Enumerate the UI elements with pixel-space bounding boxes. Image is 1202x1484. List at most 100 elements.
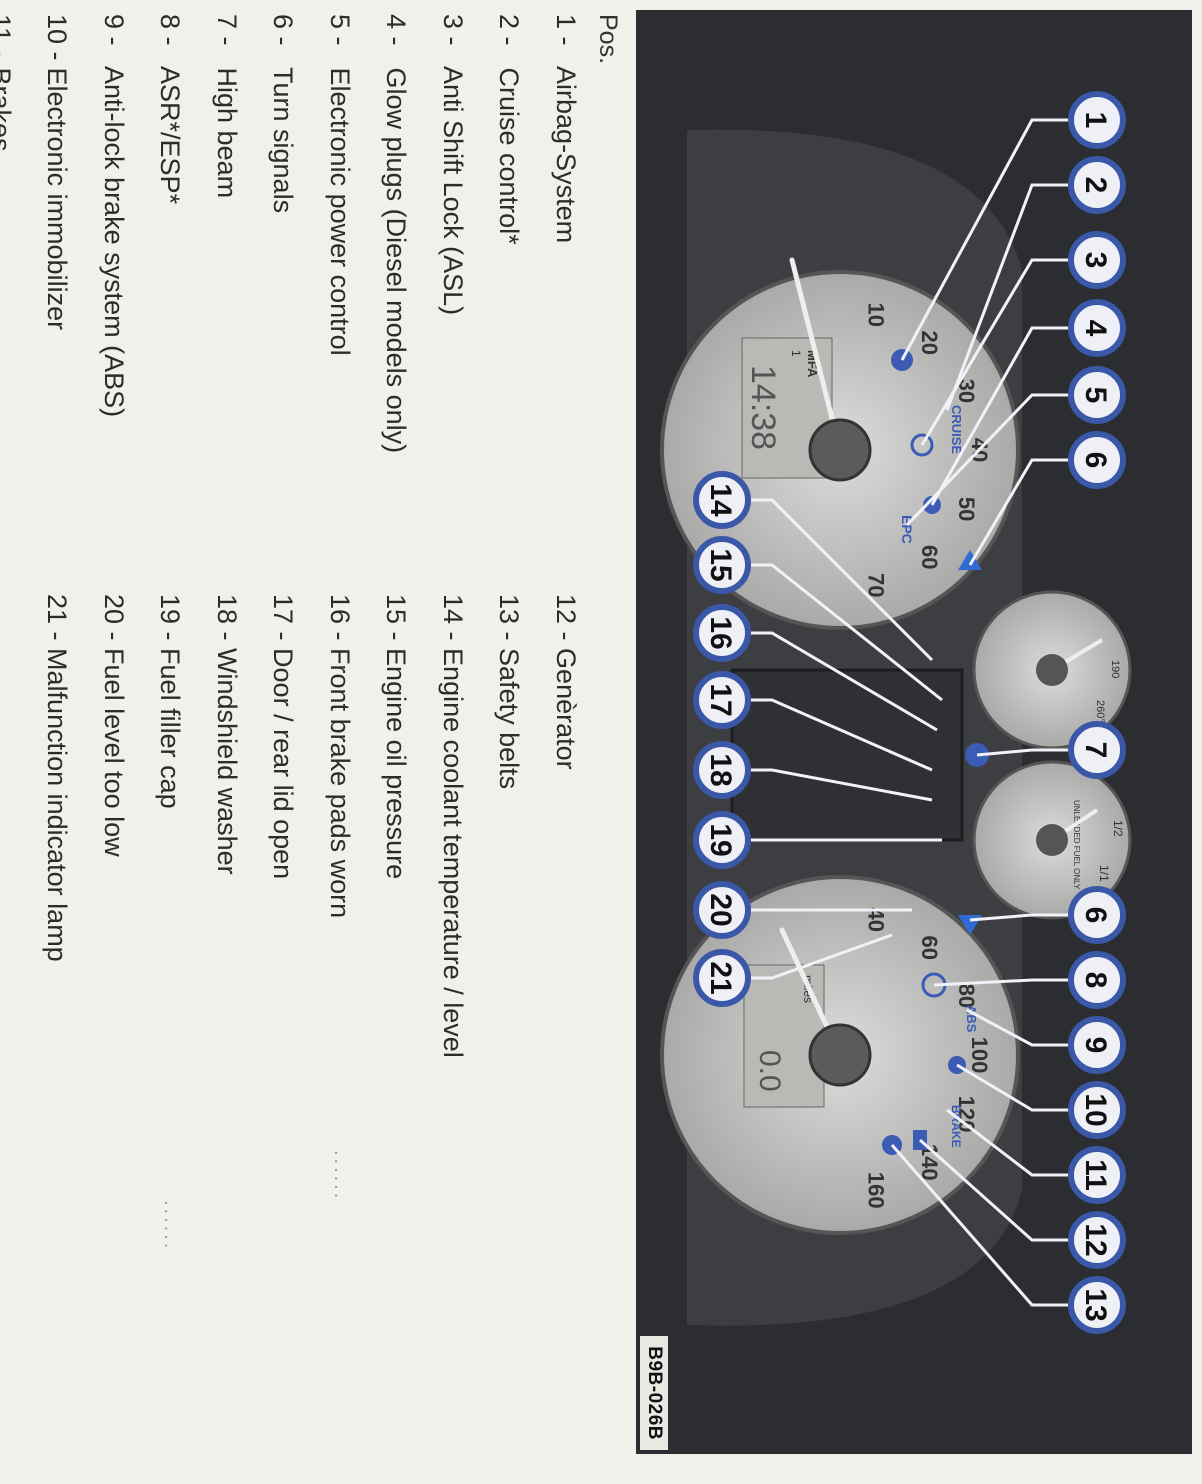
callout-number: 14 [704, 483, 737, 517]
tacho-tick-label: 50 [954, 497, 979, 521]
legend-item-number: 4 - [381, 14, 412, 46]
callout-marker: 21 [693, 949, 751, 1007]
legend-item-number: 10 - [42, 14, 73, 61]
legend-item-label: Engine coolant temperature / level [438, 648, 468, 1058]
callout-marker: 1 [1068, 91, 1126, 149]
legend-item: 10 - Electronic immobilizer [29, 14, 86, 453]
callout-number: 15 [704, 548, 737, 581]
legend-item: 8 - ASR*/ESP* [142, 14, 199, 453]
legend-item-label: Cruise control* [494, 67, 525, 245]
legend-item-label: Turn signals [268, 67, 299, 214]
legend-item: 14 - Engine coolant temperature / level [425, 594, 482, 1058]
callout-marker: 14 [693, 471, 751, 529]
callout-number: 6 [1079, 907, 1112, 924]
callout-marker: 5 [1068, 366, 1126, 424]
legend-item-number: 6 - [268, 14, 299, 46]
legend-item: 13 - Safety belts [481, 594, 538, 1058]
legend-item-label: Front brake pads worn [325, 648, 355, 919]
faint-dots: ...... [160, 1200, 182, 1252]
callout-number: 11 [1079, 1159, 1112, 1191]
legend-item-label: Fuel filler cap [155, 648, 186, 809]
centre-display [730, 668, 964, 842]
callout-number: 8 [1079, 972, 1112, 989]
callout-marker: 15 [693, 536, 751, 594]
tacho-needle [789, 257, 843, 453]
legend-item-number: 19 - [155, 594, 186, 641]
callout-marker: 6 [1068, 886, 1126, 944]
tacho-display-value: 14:38 [744, 365, 782, 450]
callout-number: 7 [1079, 742, 1112, 759]
legend-item: 3 - Anti Shift Lock (ASL) [425, 14, 482, 453]
speedo-tick-label: 80 [954, 984, 979, 1008]
legend-item-number: 18 - [212, 594, 242, 641]
legend-item: 1 - Airbag-System [538, 14, 595, 453]
legend-item-number: 8 - [155, 14, 186, 46]
callout-marker: 13 [1068, 1276, 1126, 1334]
callout-marker: 20 [693, 881, 751, 939]
legend-item-label: High beam [212, 67, 242, 199]
speedo-tick-label: 60 [917, 936, 942, 960]
legend-item-number: 16 - [325, 594, 355, 641]
legend-item-label: Anti-lock brake system (ABS) [99, 66, 129, 418]
legend-item-number: 14 - [438, 594, 468, 641]
legend-item-number: 3 - [438, 14, 468, 46]
tacho-tick-label: 10 [863, 303, 888, 327]
callout-marker: 19 [693, 811, 751, 869]
legend-item-label: Anti Shift Lock (ASL) [438, 66, 468, 316]
legend-item: 6 - Turn signals [255, 14, 312, 453]
callout-marker: 4 [1068, 299, 1126, 357]
indicator-abs: ABS [964, 1005, 979, 1033]
legend-item-number: 1 - [551, 14, 581, 46]
legend-item-number: 15 - [381, 594, 412, 641]
callout-number: 9 [1079, 1037, 1112, 1054]
legend-item-label: ASR*/ESP* [155, 66, 186, 205]
legend-item: 18 - Windshield washer [199, 594, 256, 1058]
legend-item: 21 - Malfunction indicator lamp [29, 594, 86, 1058]
legend-item: 9 - Anti-lock brake system (ABS) [86, 14, 143, 453]
legend-item-label: Electronic immobilizer [42, 67, 73, 331]
callout-number: 20 [704, 893, 737, 926]
legend-item: 12 - Genèrator [538, 594, 595, 1058]
faint-dots: ...... [330, 1150, 352, 1202]
legend-item: 17 - Door / rear lid open [255, 594, 312, 1058]
legend-item-number: 9 - [99, 14, 129, 46]
legend-item-number: 11 - [0, 14, 16, 59]
fuel-unleaded-note: UNLEADED FUEL ONLY [1072, 800, 1081, 890]
speedo-tick-label: 100 [967, 1037, 992, 1074]
callout-number: 5 [1079, 387, 1112, 404]
legend-item-number: 12 - [551, 594, 581, 641]
tacho-display-sub: 1 [789, 350, 803, 357]
tacho-tick-label: 20 [917, 331, 942, 355]
callout-number: 17 [704, 683, 737, 716]
callout-number: 18 [704, 753, 737, 786]
fuel-half: 1/2 [1111, 820, 1125, 837]
tacho-hub [808, 418, 872, 482]
legend-item-number: 13 - [494, 594, 525, 641]
legend-heading: Pos. [594, 14, 622, 65]
callout-marker: 17 [693, 671, 751, 729]
callout-marker: 6 [1068, 431, 1126, 489]
asl-icon [910, 433, 934, 457]
speedo-tick-label: 40 [863, 908, 888, 932]
legend-item: 11 - Brakes [0, 14, 29, 453]
legend-item-number: 20 - [99, 594, 129, 641]
callout-number: 16 [704, 616, 737, 649]
callout-number: 19 [704, 823, 737, 856]
callout-marker: 10 [1068, 1081, 1126, 1139]
speedo-hub [808, 1023, 872, 1087]
callout-marker: 9 [1068, 1016, 1126, 1074]
legend-item-label: Door / rear lid open [268, 648, 299, 880]
legend-item-number: 5 - [325, 14, 355, 46]
callout-marker: 8 [1068, 951, 1126, 1009]
callout-number: 10 [1079, 1093, 1112, 1126]
legend-item: 15 - Engine oil pressure [368, 594, 425, 1058]
callout-marker: 7 [1068, 721, 1126, 779]
callout-number: 3 [1079, 252, 1112, 269]
legend-item: 4 - Glow plugs (Diesel models only) [368, 14, 425, 453]
